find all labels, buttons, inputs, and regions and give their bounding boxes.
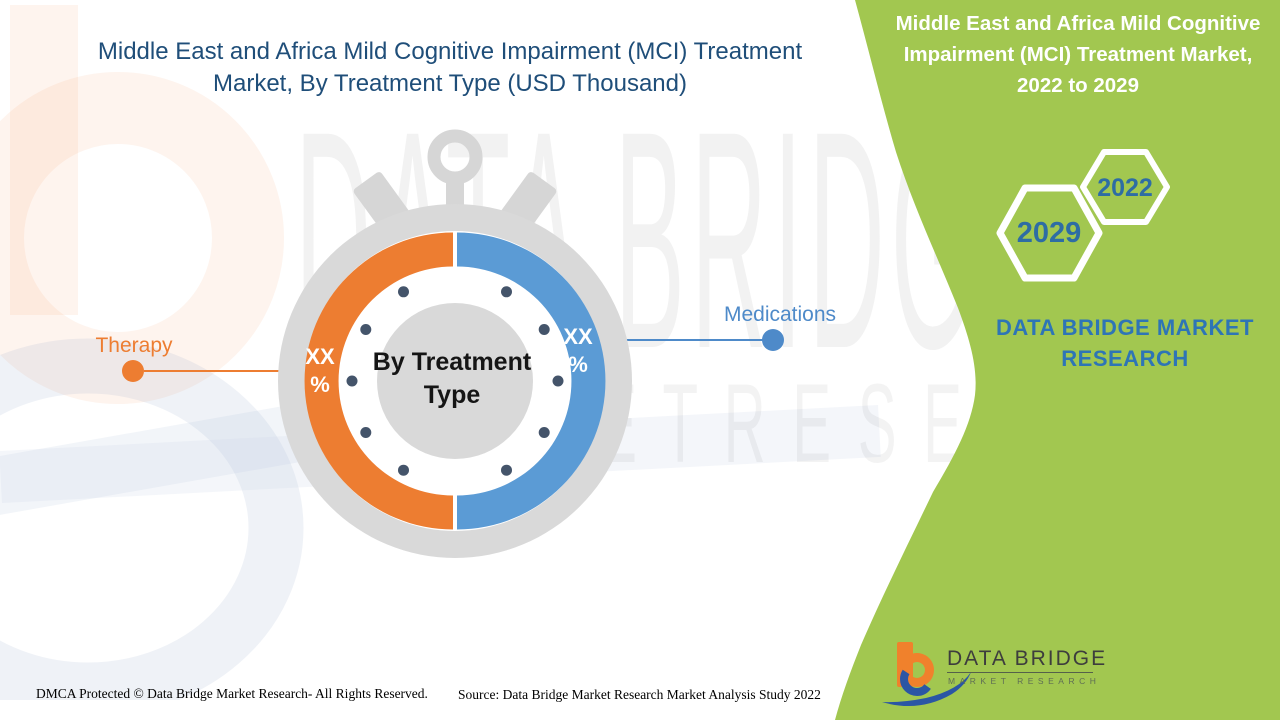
source-note: Source: Data Bridge Market Research Mark…	[458, 687, 821, 702]
green-panel-shape	[835, 0, 1280, 720]
dial-center-disc	[377, 303, 533, 459]
medications-unit: %	[568, 352, 588, 377]
medications-segment	[457, 232, 606, 530]
logo-d-arc	[900, 662, 934, 696]
watermark-swoosh-ring	[0, 338, 304, 700]
watermark-b-bowl	[0, 72, 284, 404]
dial-tick-dots	[346, 286, 564, 476]
faded-logo-watermark	[0, 5, 320, 700]
donut-center-label-line2: Type	[423, 381, 481, 409]
logo-wordmark: DATA BRIDGE	[947, 647, 1108, 670]
hexagon-year-2029: 2029	[1016, 217, 1082, 249]
therapy-callout-line	[144, 370, 306, 372]
data-bridge-logo-icon	[882, 642, 971, 707]
hexagon-year-2022: 2022	[1097, 174, 1153, 202]
logo-divider-rule	[947, 672, 1093, 673]
logo-swoosh	[882, 672, 971, 707]
side-panel-title: Middle East and Africa Mild Cognitive Im…	[878, 8, 1278, 101]
watermark-swoosh-band	[0, 392, 320, 525]
dmca-notice: DMCA Protected © Data Bridge Market Rese…	[36, 686, 428, 701]
panel-brand-line1: DATA BRIDGE MARKET	[996, 315, 1254, 340]
therapy-legend-label: Therapy	[95, 334, 173, 357]
chart-title: Middle East and Africa Mild Cognitive Im…	[60, 36, 840, 100]
stopwatch-donut-chart	[278, 129, 632, 558]
side-panel-title-line1: Middle East and Africa Mild Cognitive	[895, 12, 1261, 35]
medications-legend-label: Medications	[723, 303, 837, 326]
medications-value: XX	[563, 324, 593, 349]
chart-title-line1: Middle East and Africa Mild Cognitive Im…	[97, 38, 803, 65]
therapy-unit: %	[310, 372, 330, 397]
donut-center-label: By Treatment Type	[360, 346, 544, 412]
medications-value-label: XX %	[552, 323, 604, 379]
therapy-segment	[304, 232, 453, 530]
donut-center-label-line1: By Treatment	[372, 348, 532, 376]
chart-title-line2: Market, By Treatment Type (USD Thousand)	[213, 70, 687, 97]
panel-brand-text: DATA BRIDGE MARKET RESEARCH	[985, 312, 1265, 374]
therapy-callout-dot	[122, 360, 144, 382]
therapy-value: XX	[305, 344, 335, 369]
side-panel-title-line2: Impairment (MCI) Treatment Market,	[903, 43, 1253, 66]
therapy-value-label: XX %	[294, 343, 346, 399]
medications-callout-dot	[762, 329, 784, 351]
hexagon-2029	[996, 184, 1103, 282]
side-panel-title-line3: 2022 to 2029	[1017, 74, 1139, 97]
logo-tagline: MARKET RESEARCH	[948, 676, 1101, 686]
panel-brand-line2: RESEARCH	[1061, 346, 1189, 371]
medications-callout-line	[596, 339, 774, 341]
hexagon-2022	[1080, 149, 1170, 225]
watermark-b-bar	[10, 5, 78, 315]
